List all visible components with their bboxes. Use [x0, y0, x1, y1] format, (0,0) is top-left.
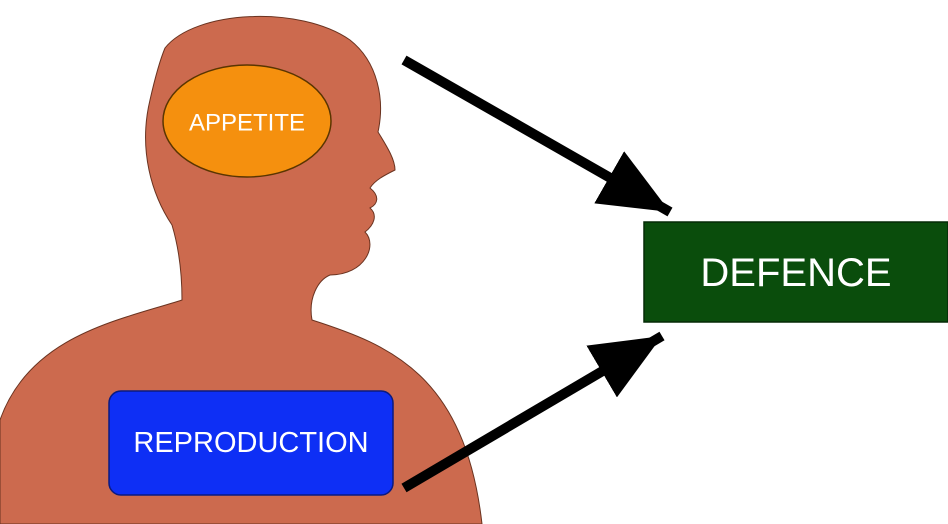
- defence-label: DEFENCE: [700, 251, 891, 295]
- appetite-label: APPETITE: [189, 110, 305, 137]
- reproduction-box: [108, 390, 394, 496]
- arrow-reproduction-to-defence: [401, 331, 665, 493]
- arrow-appetite-to-defence: [401, 55, 673, 217]
- node-appetite: APPETITE: [162, 64, 332, 178]
- reproduction-label: REPRODUCTION: [133, 427, 368, 459]
- node-defence: DEFENCE: [643, 221, 948, 323]
- defence-box: [643, 221, 948, 323]
- appetite-ellipse: [162, 64, 332, 178]
- node-reproduction: REPRODUCTION: [108, 390, 394, 496]
